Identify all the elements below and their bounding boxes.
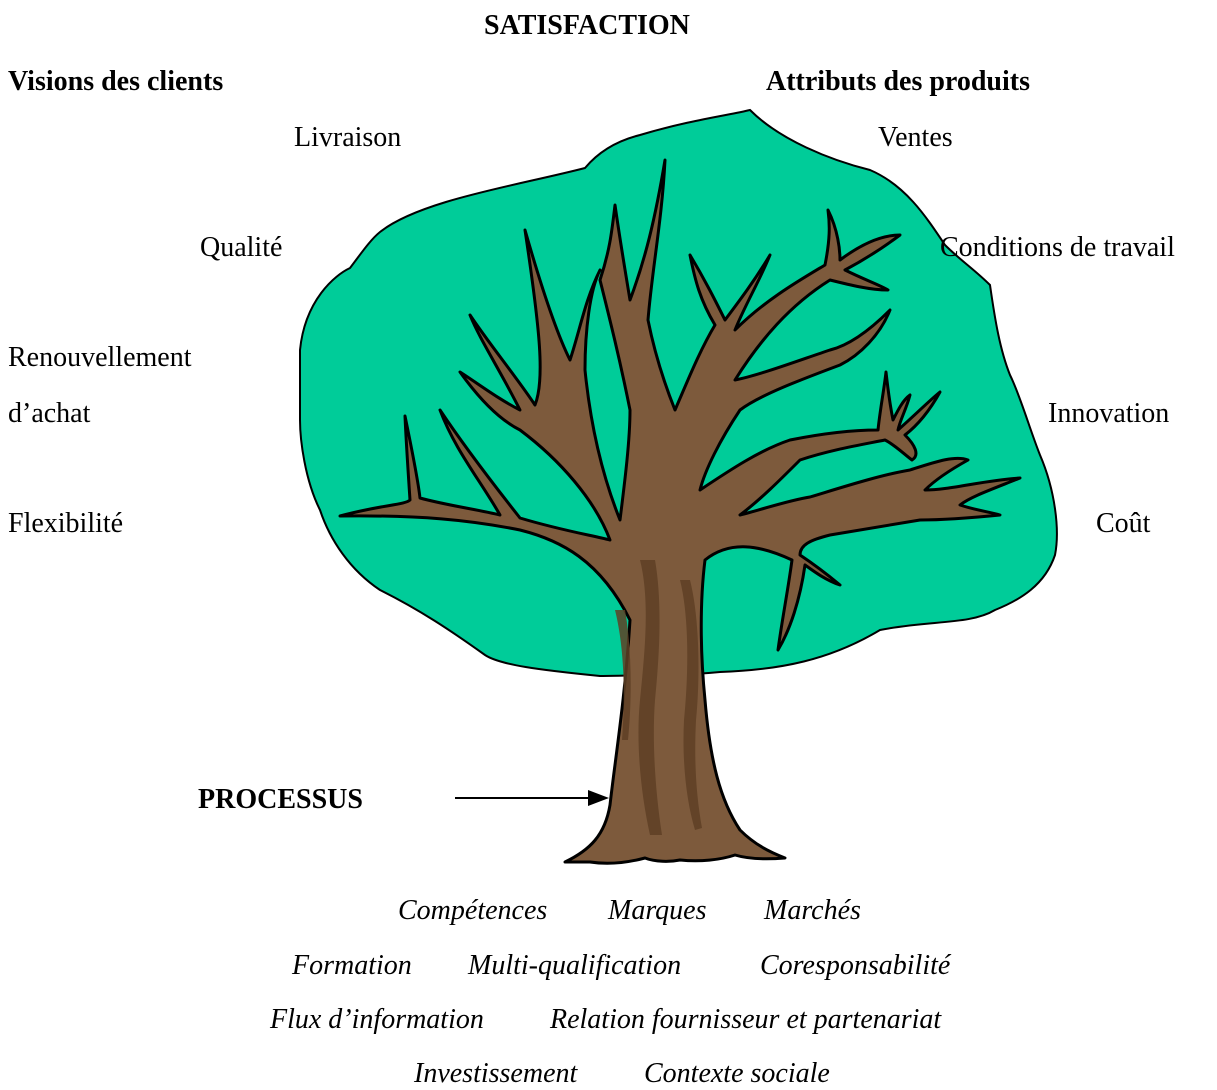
left-item-livraison: Livraison xyxy=(294,122,402,153)
root-multi-qualification: Multi-qualification xyxy=(468,950,682,981)
diagram-title: SATISFACTION xyxy=(484,10,690,41)
root-flux-information: Flux d’information xyxy=(270,1004,484,1035)
process-label: PROCESSUS xyxy=(198,784,363,815)
right-heading: Attributs des produits xyxy=(766,66,1030,97)
root-coresponsabilite: Coresponsabilité xyxy=(760,950,951,981)
root-contexte-sociale: Contexte sociale xyxy=(644,1058,830,1089)
left-item-qualite: Qualité xyxy=(200,232,283,263)
root-competences: Compétences xyxy=(398,895,548,926)
left-item-flexibilite: Flexibilité xyxy=(8,508,124,539)
root-relation-fournisseur: Relation fournisseur et partenariat xyxy=(550,1004,942,1035)
right-item-cout: Coût xyxy=(1096,508,1151,539)
process-arrowhead xyxy=(588,790,609,806)
root-marches: Marchés xyxy=(764,895,861,926)
left-item-renouvellement: Renouvellement xyxy=(8,342,192,373)
tree-trunk xyxy=(338,158,1022,865)
left-item-achat: d’achat xyxy=(8,398,91,429)
trunk-shading xyxy=(615,560,702,835)
right-item-conditions: Conditions de travail xyxy=(940,232,1175,263)
root-investissement: Investissement xyxy=(414,1058,578,1089)
left-heading: Visions des clients xyxy=(8,66,224,97)
root-marques: Marques xyxy=(608,895,707,926)
root-formation: Formation xyxy=(292,950,412,981)
right-item-innovation: Innovation xyxy=(1048,398,1170,429)
right-item-ventes: Ventes xyxy=(878,122,953,153)
